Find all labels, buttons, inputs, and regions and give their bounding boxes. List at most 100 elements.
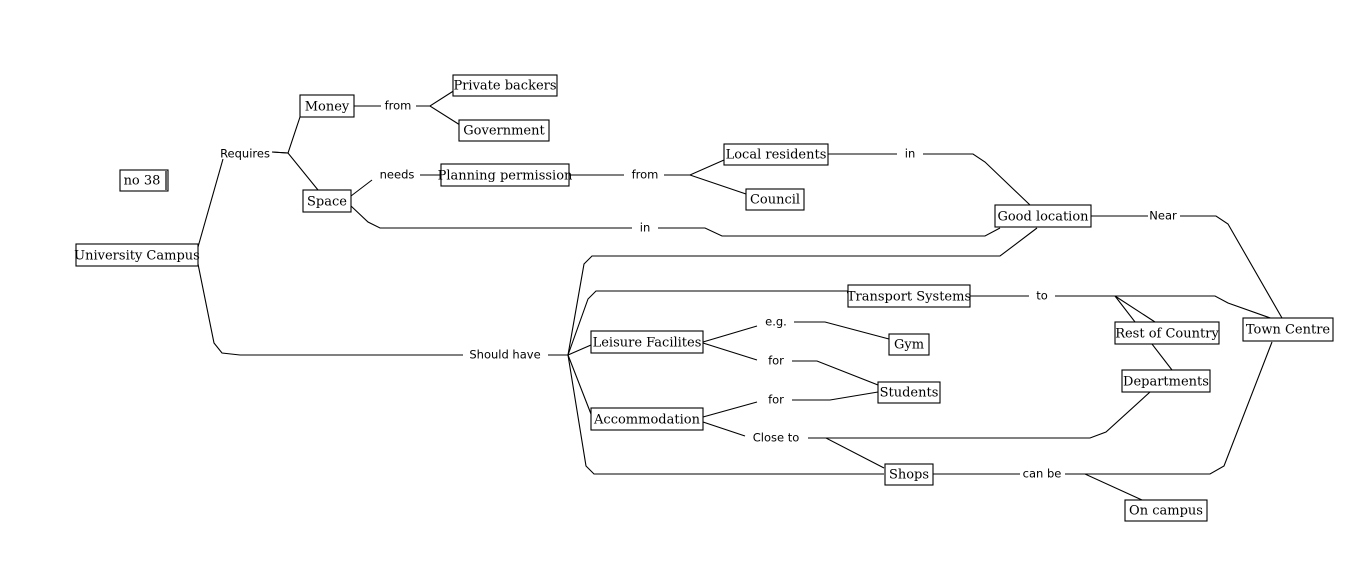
- edge-canbe-oncampus: [1065, 473, 1143, 501]
- node-rect: [1124, 499, 1208, 522]
- edge-in-lower-goodlocation: [658, 227, 1001, 237]
- node-label: Government: [463, 124, 545, 139]
- node-rect: [1121, 369, 1211, 393]
- node-label: Rest of Country: [1115, 327, 1219, 342]
- link-label-needs: needs: [380, 168, 415, 182]
- node-rect: [1242, 317, 1334, 342]
- node-planning-permission[interactable]: Planning permission: [438, 163, 573, 187]
- edge-near-towncentre: [1180, 215, 1283, 319]
- node-label: Transport Systems: [847, 290, 971, 305]
- edge-requires-money: [271, 116, 301, 154]
- edge-accom-for: [702, 401, 758, 418]
- edge-for-students: [792, 360, 879, 386]
- node-label: Town Centre: [1246, 323, 1331, 338]
- node-good-location[interactable]: Good location: [994, 204, 1092, 228]
- edge-space-in-lower: [350, 205, 632, 229]
- edge-eg-gym: [794, 321, 890, 340]
- node-label: Departments: [1123, 375, 1209, 390]
- edge-junction-shops: [567, 354, 884, 475]
- edge-accom-closeto: [702, 421, 746, 437]
- edge-canbe-towncentre: [1065, 341, 1273, 475]
- node-rect: [458, 119, 550, 142]
- edge-leisure-eg: [702, 325, 758, 343]
- node-label: On campus: [1129, 504, 1203, 519]
- link-label-eg: e.g.: [765, 315, 787, 329]
- edge-campus-requires: [197, 158, 224, 248]
- node-label: Good location: [997, 210, 1089, 225]
- link-label-can-be: can be: [1023, 467, 1062, 481]
- edge-from-fan-bottom: [416, 105, 461, 126]
- node-rect: [299, 94, 355, 118]
- edge-to-restofcountry: [1114, 295, 1156, 323]
- node-rect: [847, 284, 971, 308]
- node-council[interactable]: Council: [745, 188, 805, 211]
- link-label-layer: Requires from needs from in in Near Shou…: [220, 99, 1177, 481]
- edge-space-needs: [350, 179, 373, 197]
- node-rest-of-country[interactable]: Rest of Country: [1114, 321, 1220, 345]
- node-rect: [75, 243, 199, 267]
- edge-for2-students: [792, 391, 879, 401]
- link-label-requires: Requires: [220, 147, 270, 161]
- link-label-to: to: [1036, 289, 1048, 303]
- node-rect: [590, 330, 704, 354]
- node-rect: [440, 163, 570, 187]
- note-box-label: no 38: [124, 174, 161, 189]
- node-label: Space: [307, 195, 347, 210]
- link-label-in-residents: in: [905, 147, 915, 161]
- edge-junction-transport: [567, 290, 848, 356]
- node-layer: University Campus Money Space Private ba…: [74, 74, 1334, 522]
- edge-from2-residents: [664, 159, 725, 176]
- link-label-near: Near: [1149, 209, 1177, 223]
- node-leisure-facilites[interactable]: Leisure Facilites: [590, 330, 704, 354]
- edge-leisure-for: [702, 342, 758, 361]
- edge-closeto-shops: [808, 437, 885, 469]
- link-label-close-to: Close to: [753, 431, 800, 445]
- node-gym[interactable]: Gym: [888, 333, 930, 356]
- node-label: Local residents: [726, 148, 827, 163]
- node-on-campus[interactable]: On campus: [1124, 499, 1208, 522]
- node-label: Students: [880, 386, 939, 401]
- node-town-centre[interactable]: Town Centre: [1242, 317, 1334, 342]
- node-university-campus[interactable]: University Campus: [74, 243, 200, 267]
- node-government[interactable]: Government: [458, 119, 550, 142]
- node-students[interactable]: Students: [877, 381, 941, 404]
- edge-requires-space: [271, 151, 319, 191]
- edge-from2-council: [664, 174, 747, 195]
- note-box-rect: [119, 169, 169, 192]
- edge-layer: [197, 89, 1283, 501]
- node-rect: [888, 333, 930, 356]
- node-departments[interactable]: Departments: [1121, 369, 1211, 393]
- node-label: Shops: [889, 468, 929, 483]
- node-rect: [884, 463, 934, 486]
- edge-junction-accommodation: [567, 354, 592, 415]
- node-shops[interactable]: Shops: [884, 463, 934, 486]
- node-space[interactable]: Space: [302, 189, 352, 213]
- node-label: Private backers: [453, 79, 556, 94]
- node-local-residents[interactable]: Local residents: [723, 143, 829, 166]
- node-label: Planning permission: [438, 169, 573, 184]
- node-label: Accommodation: [593, 413, 701, 428]
- link-label-in-space: in: [640, 221, 650, 235]
- node-label: University Campus: [74, 249, 200, 264]
- edge-in-goodlocation: [923, 153, 1031, 206]
- node-rect: [994, 204, 1092, 228]
- note-box[interactable]: no 38: [119, 169, 169, 192]
- link-label-for-leisure: for: [768, 354, 784, 368]
- node-money[interactable]: Money: [299, 94, 355, 118]
- edge-campus-shouldhave: [197, 263, 463, 356]
- link-label-for-accom: for: [768, 393, 784, 407]
- node-rect: [877, 381, 941, 404]
- node-rect: [745, 188, 805, 211]
- node-label: Money: [305, 100, 350, 115]
- node-rect: [590, 407, 704, 431]
- node-private-backers[interactable]: Private backers: [452, 74, 558, 97]
- edge-junction-goodlocation: [567, 227, 1038, 356]
- node-transport-systems[interactable]: Transport Systems: [847, 284, 971, 308]
- node-accommodation[interactable]: Accommodation: [590, 407, 704, 431]
- node-rect: [723, 143, 829, 166]
- link-label-from-money: from: [385, 99, 412, 113]
- link-label-from-plan: from: [632, 168, 659, 182]
- node-label: Council: [750, 193, 800, 208]
